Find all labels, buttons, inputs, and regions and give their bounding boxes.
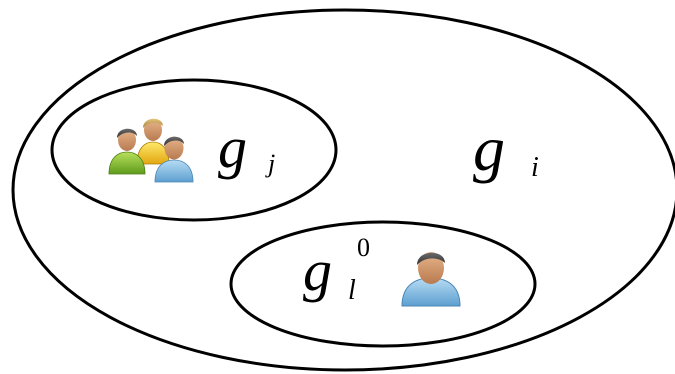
outer-set-ellipse: [11, 8, 675, 372]
outer-set-subscript: i: [531, 152, 539, 183]
individual-set-subscript: l: [348, 275, 356, 306]
outer-set-label: g: [473, 113, 505, 184]
individual-set-label: g: [303, 238, 332, 303]
individual-set-ellipse: [229, 220, 537, 348]
group-set-label: g: [218, 115, 247, 180]
group-set-ellipse: [50, 78, 338, 222]
group-set-subscript: j: [265, 149, 275, 178]
individual-set-superscript: 0: [357, 233, 370, 262]
group-users-icon: [108, 118, 194, 183]
single-user-icon: [401, 252, 461, 307]
